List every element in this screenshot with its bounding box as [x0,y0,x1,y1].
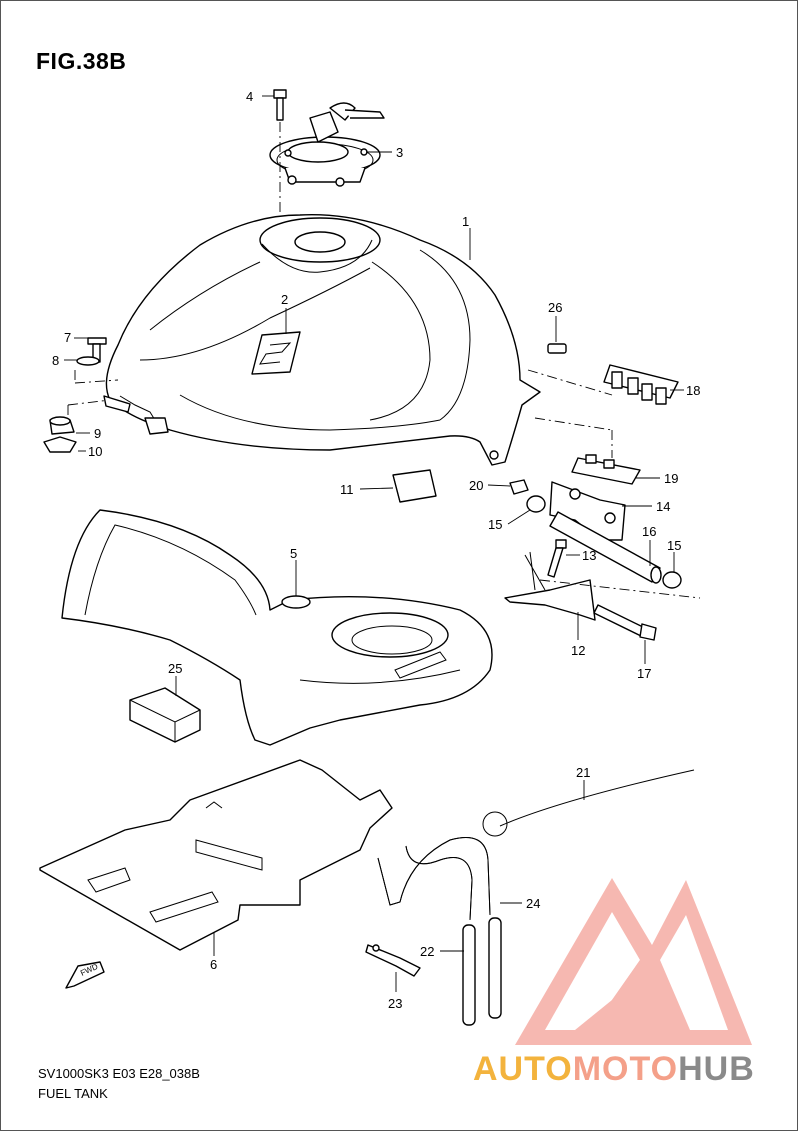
part-number-23[interactable]: 23 [388,996,402,1011]
collar-10[interactable] [43,436,77,453]
watermark-moto: MOTO [572,1050,679,1088]
cap-screw[interactable] [273,89,287,121]
tank-cover[interactable] [61,509,493,746]
fuel-cap[interactable] [269,102,385,187]
bolt-17[interactable] [593,604,657,641]
part-number-26[interactable]: 26 [548,300,562,315]
fwd-arrow-icon: FWD [65,961,105,989]
part-number-1[interactable]: 1 [462,214,469,229]
figure-code: SV1000SK3 E03 E28_038B [38,1066,200,1081]
part-number-22[interactable]: 22 [420,944,434,959]
part-number-6[interactable]: 6 [210,957,217,972]
pipe-16[interactable] [549,511,662,584]
cushion-11[interactable] [392,469,437,503]
emblem[interactable] [251,331,301,375]
part-number-20[interactable]: 20 [469,478,483,493]
bolt-13[interactable] [547,539,567,578]
part-number-25[interactable]: 25 [168,661,182,676]
part-number-12[interactable]: 12 [571,643,585,658]
pad-25[interactable] [129,687,201,743]
hose-22[interactable] [462,917,502,1026]
leader-lines [64,95,684,992]
cushion-26[interactable] [547,343,567,354]
part-number-5[interactable]: 5 [290,546,297,561]
part-number-7[interactable]: 7 [64,330,71,345]
bracket-12[interactable] [504,551,596,621]
bracket-14[interactable] [549,481,626,541]
part-number-17[interactable]: 17 [637,666,651,681]
clamp-23[interactable] [365,944,421,977]
part-number-labels: 4 3 1 2 7 8 9 10 26 18 19 11 20 14 15 16… [52,89,700,1011]
part-number-15b[interactable]: 15 [667,538,681,553]
part-number-9[interactable]: 9 [94,426,101,441]
part-number-18[interactable]: 18 [686,383,700,398]
watermark-hub: HUB [678,1050,755,1088]
fuel-tank[interactable] [105,214,541,466]
figure-name: FUEL TANK [38,1086,108,1101]
nut-20[interactable] [509,479,529,495]
damper-18[interactable] [603,364,679,405]
part-number-2[interactable]: 2 [281,292,288,307]
damper-19[interactable] [571,454,641,485]
part-number-15a[interactable]: 15 [488,517,502,532]
watermark-text: AUTOMOTOHUB [473,1050,755,1089]
part-number-14[interactable]: 14 [656,499,670,514]
cushion-9[interactable] [49,416,75,435]
hose-24[interactable] [377,837,491,921]
part-number-19[interactable]: 19 [664,471,678,486]
heat-shield[interactable] [39,759,393,951]
part-number-4[interactable]: 4 [246,89,253,104]
washer-8[interactable] [76,356,100,366]
part-number-13[interactable]: 13 [582,548,596,563]
part-number-24[interactable]: 24 [526,896,540,911]
watermark-logo [515,878,752,1045]
figure-title: FIG.38B [36,48,127,74]
cushion-15b[interactable] [662,571,682,589]
wire-21[interactable] [482,769,695,837]
part-number-11[interactable]: 11 [340,482,354,497]
cushion-15a[interactable] [526,495,546,513]
watermark-auto: AUTO [473,1050,573,1088]
part-number-21[interactable]: 21 [576,765,590,780]
part-number-8[interactable]: 8 [52,353,59,368]
part-number-10[interactable]: 10 [88,444,102,459]
part-number-3[interactable]: 3 [396,145,403,160]
part-number-16[interactable]: 16 [642,524,656,539]
